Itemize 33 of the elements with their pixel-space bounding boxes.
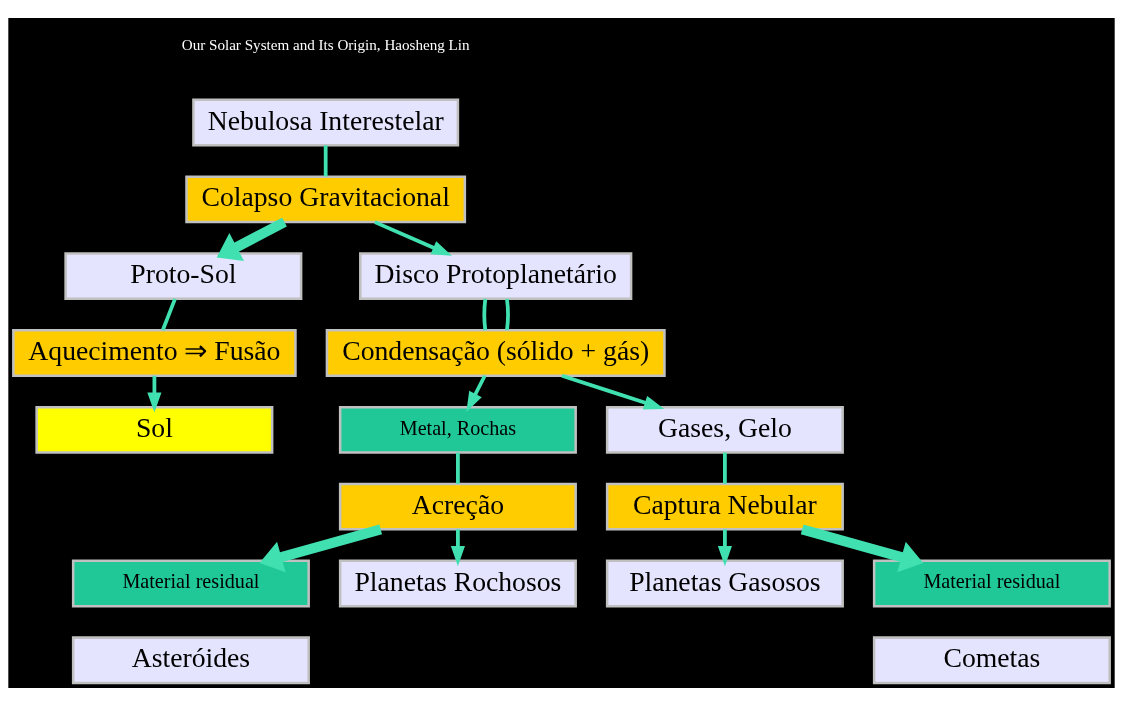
node-box: Nebulosa Interestelar [192,98,460,146]
node-box: Metal, Rochas [338,405,577,454]
connector [723,452,727,484]
arrow [561,373,665,409]
node-box: Planetas Rochosos [338,559,577,607]
node-box: Proto-Sol [64,251,303,300]
arrow [800,524,924,572]
connector [456,452,460,484]
arrow [259,524,383,572]
node-box: Condensação (sólido + gás) [325,328,666,377]
node-box: Aquecimento ⇒ Fusão [12,328,297,377]
arrow [717,528,732,566]
arrow [374,219,452,256]
label: Our Solar System and Its Origin, Haosheng Lin [181,36,470,53]
node-box: Material residual [71,559,310,607]
node-box: Cometas [872,635,1111,684]
connector [482,298,488,330]
connector [505,298,510,330]
node-box: Gases, Gelo [605,405,844,454]
node-box: Material residual [872,559,1111,607]
node-box: Disco Protoplanetário [359,251,633,300]
arrow [466,374,487,412]
arrow [450,528,465,566]
node-box: Sol [35,405,274,454]
arrow [216,217,287,261]
node-box: Planetas Gasosos [605,559,844,607]
connector [323,144,328,176]
node-box: Colapso Gravitacional [185,174,467,223]
node-box: Asteróides [71,635,310,684]
arrow [147,375,162,413]
node-box: Captura Nebular [605,482,844,531]
node-box: Acreção [338,482,577,531]
connector [161,297,177,331]
